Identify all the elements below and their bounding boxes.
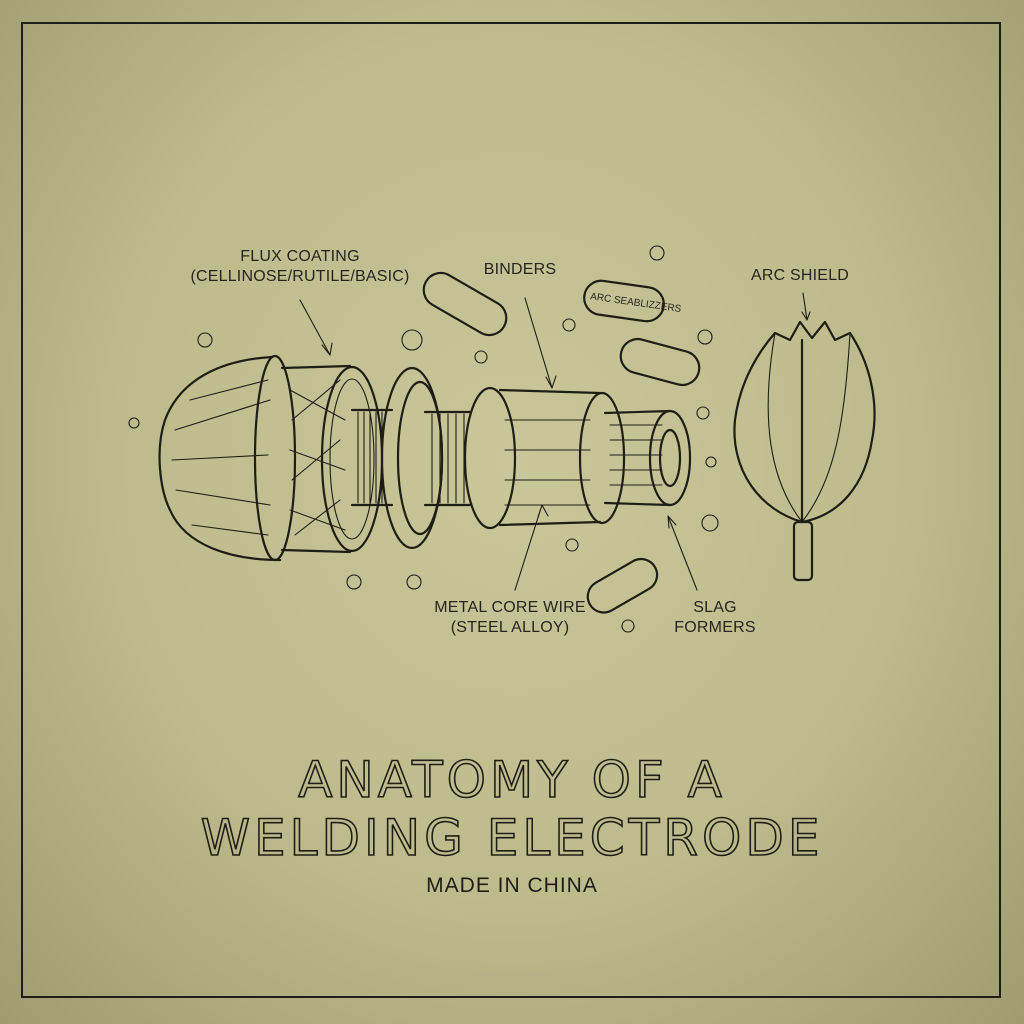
diagram-border [21, 22, 1001, 998]
title-line-2: WELDING ELECTRODE [200, 808, 824, 868]
arc-shield-illustration [733, 320, 876, 582]
binders-label: BINDERS [483, 261, 557, 278]
binder-pill [422, 271, 508, 337]
svg-text:ARC SEABLIZZERS: ARC SEABLIZZERS [589, 291, 682, 315]
title-line-1: ANATOMY OF A [297, 750, 726, 810]
threaded-segment-2-illustration [423, 410, 472, 507]
core-wire-illustration [603, 409, 692, 507]
binder-sleeve-illustration [463, 386, 626, 530]
arc-stabilizer-pill: ARC SEABLIZZERS [583, 279, 682, 323]
arc-shield-label: ARC SHIELD [750, 267, 850, 284]
particle-bubbles [128, 245, 719, 633]
end-cap-illustration [158, 354, 297, 562]
lower-pill [586, 557, 659, 614]
ring-illustration [380, 366, 444, 550]
slag-formers-label: SLAG FORMERS [674, 599, 756, 636]
flux-coating-label: FLUX COATING (CELLINOSE/RUTILE/BASIC) [190, 248, 410, 285]
flux-coating-illustration [280, 364, 384, 554]
slag-pill [619, 337, 701, 387]
subtitle: MADE IN CHINA [426, 874, 598, 897]
metal-core-wire-label: METAL CORE WIRE (STEEL ALLOY) [434, 599, 586, 636]
label-arrows [299, 292, 811, 591]
